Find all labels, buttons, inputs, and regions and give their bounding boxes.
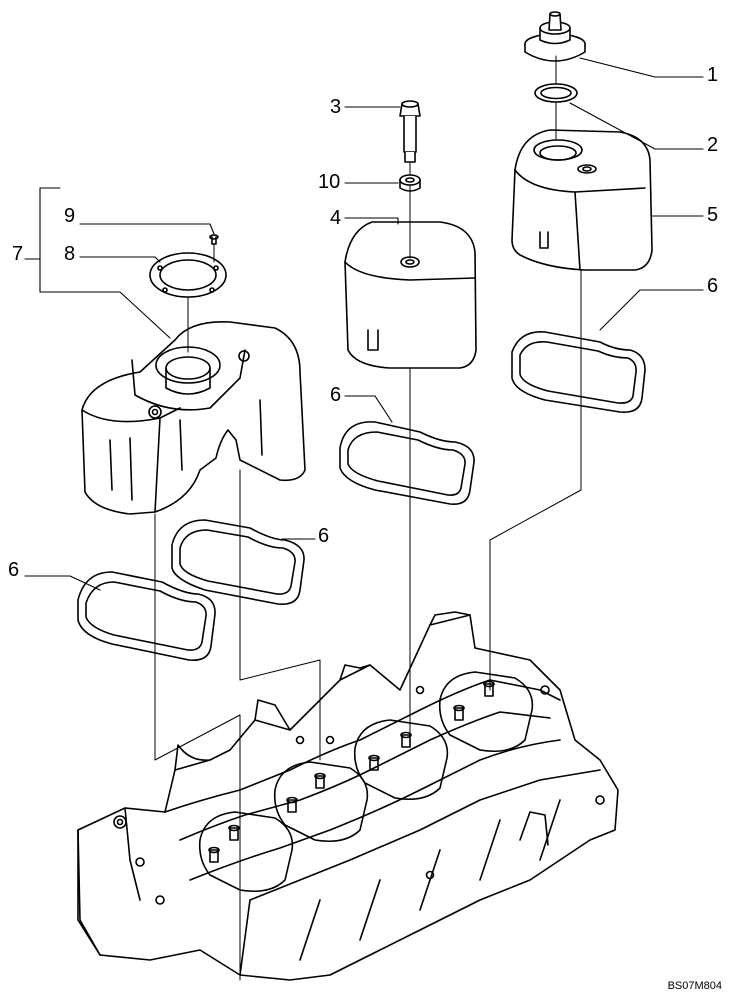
screw-part-9 <box>209 234 219 245</box>
callout-1: 1 <box>707 64 719 86</box>
gasket-part-6-left-upper <box>171 519 305 606</box>
callout-2: 2 <box>707 134 719 156</box>
figure-code: BS07M804 <box>667 980 722 992</box>
bolt-part-3 <box>399 100 421 163</box>
callout-9: 9 <box>64 205 76 227</box>
callout-5: 5 <box>707 204 719 226</box>
cylinder-head <box>77 611 619 981</box>
o-ring-part-2 <box>534 83 578 103</box>
assembly-lines <box>154 55 582 981</box>
callout-3: 3 <box>330 96 342 118</box>
cover-part-4 <box>344 221 477 369</box>
callout-4: 4 <box>330 207 342 229</box>
gasket-part-6-left-lower <box>77 571 216 662</box>
filler-cap-part-1 <box>524 11 586 62</box>
callout-10: 10 <box>318 171 341 193</box>
leader-lines <box>24 57 704 591</box>
gasket-part-6-upper-right <box>511 331 646 414</box>
cover-part-5 <box>511 129 653 271</box>
callout-6-left-upper: 6 <box>318 525 330 547</box>
callout-8: 8 <box>64 243 76 265</box>
plate-part-8 <box>149 252 227 298</box>
gasket-part-6-middle <box>339 421 475 506</box>
callout-6-upper-right: 6 <box>707 275 719 297</box>
cover-assembly-part-7 <box>81 321 306 515</box>
callout-7: 7 <box>12 243 24 265</box>
callout-6-left-lower: 6 <box>8 559 20 581</box>
callout-6-middle: 6 <box>330 384 342 406</box>
